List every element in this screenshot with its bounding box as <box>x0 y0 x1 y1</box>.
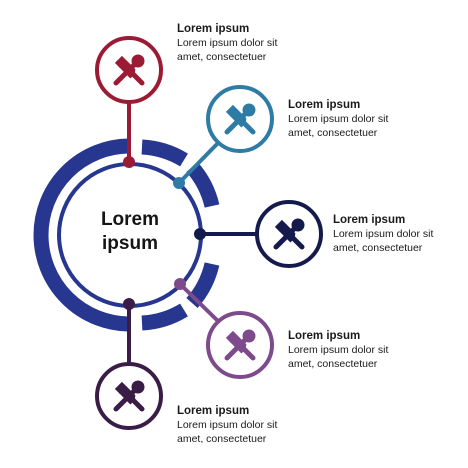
node-1 <box>95 36 163 104</box>
item-text-line2: amet, consectetuer <box>177 433 267 445</box>
connector-dot-5 <box>123 298 135 310</box>
item-title: Lorem ipsum <box>333 214 406 226</box>
item-label-1: Lorem ipsum Lorem ipsum dolor sit amet, … <box>177 22 277 64</box>
item-title: Lorem ipsum <box>177 405 250 417</box>
item-label-3: Lorem ipsum Lorem ipsum dolor sit amet, … <box>333 213 433 255</box>
outer-ring-arc-right <box>141 139 220 331</box>
node-5 <box>95 362 163 430</box>
center-title: Lorem ipsum <box>60 208 200 256</box>
connector-2 <box>177 141 220 185</box>
item-text-line1: Lorem ipsum dolor sit <box>177 419 278 431</box>
item-text-line2: amet, consectetuer <box>288 358 378 370</box>
outer-ring-arc <box>33 138 131 332</box>
center-title-line1: Lorem <box>100 209 160 230</box>
item-label-5: Lorem ipsum Lorem ipsum dolor sit amet, … <box>177 404 277 446</box>
connector-dot-2 <box>173 177 185 189</box>
connector-4 <box>178 282 222 325</box>
connector-dot-3 <box>194 228 206 240</box>
item-text-line1: Lorem ipsum dolor sit <box>288 113 389 125</box>
node-2 <box>206 85 274 153</box>
connector-dot-4 <box>174 278 186 290</box>
center-title-line2: ipsum <box>102 233 158 254</box>
node-4 <box>206 311 274 379</box>
item-title: Lorem ipsum <box>177 23 250 35</box>
item-text-line1: Lorem ipsum dolor sit <box>288 344 389 356</box>
item-text-line2: amet, consectetuer <box>333 242 423 254</box>
item-text-line2: amet, consectetuer <box>288 127 378 139</box>
item-text-line1: Lorem ipsum dolor sit <box>333 228 434 240</box>
item-label-4: Lorem ipsum Lorem ipsum dolor sit amet, … <box>288 329 388 371</box>
item-label-2: Lorem ipsum Lorem ipsum dolor sit amet, … <box>288 98 388 140</box>
connector-dot-1 <box>123 156 135 168</box>
item-text-line1: Lorem ipsum dolor sit <box>177 37 278 49</box>
node-3 <box>255 200 323 268</box>
item-title: Lorem ipsum <box>288 330 361 342</box>
item-title: Lorem ipsum <box>288 99 361 111</box>
item-text-line2: amet, consectetuer <box>177 51 267 63</box>
